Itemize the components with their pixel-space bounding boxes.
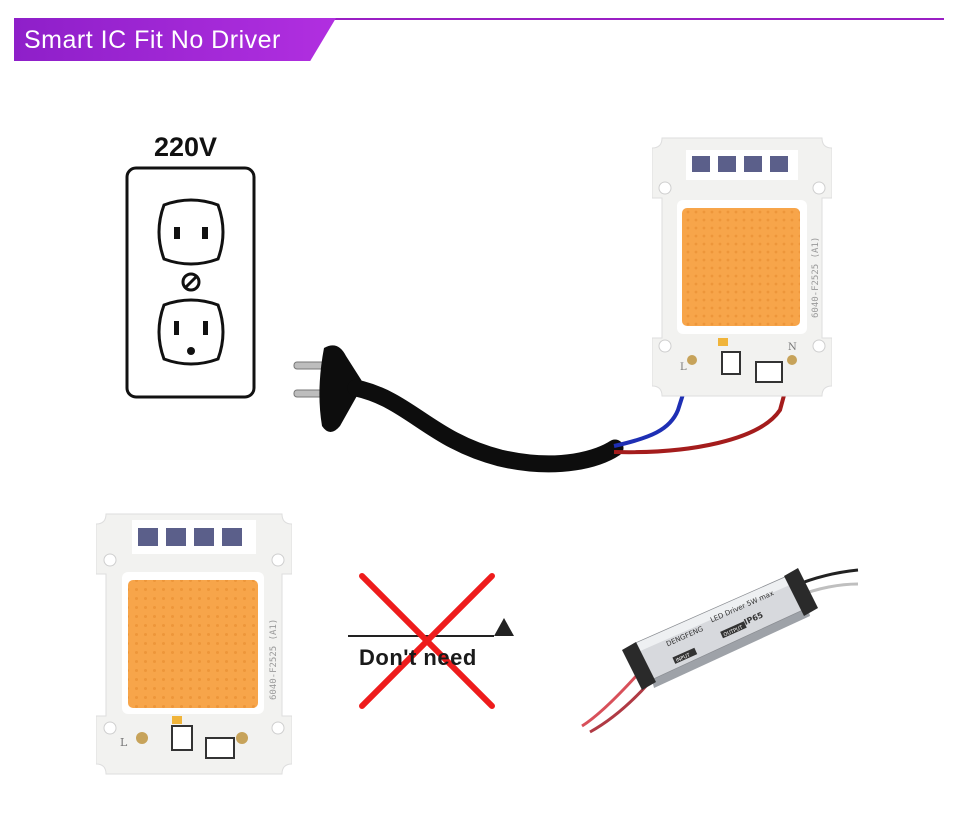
dont-need-label: Don't need xyxy=(359,645,477,670)
terminal-n-label: N xyxy=(788,342,797,353)
header-banner xyxy=(14,18,336,61)
plug-cable xyxy=(293,345,794,473)
page-title: Smart IC Fit No Driver xyxy=(24,26,281,54)
terminal-l-label-large: L xyxy=(120,736,128,749)
neutral-wire xyxy=(613,365,794,455)
cross-mark-icon xyxy=(348,573,514,709)
outlet-icon xyxy=(125,166,256,399)
plug-icon xyxy=(319,345,363,432)
header-divider xyxy=(22,18,944,20)
chip-code-bottom: 6040-F2525 (A1) xyxy=(269,619,279,700)
terminal-l-label: L xyxy=(680,362,687,373)
power-cable xyxy=(347,379,624,473)
chip-code-top: 6040-F2525 (A1) xyxy=(811,237,821,318)
cob-led-chip-icon-large: L 6040-F2525 (A1) xyxy=(96,513,292,775)
cob-led-chip-icon: L N 6040-F2525 (A1) xyxy=(652,137,832,397)
voltage-label: 220V xyxy=(154,132,218,162)
live-wire xyxy=(613,365,694,448)
led-driver-icon: DENGFENG LED Driver 5W max IP65 INPUT OU… xyxy=(581,568,859,734)
driver-input-tag: INPUT xyxy=(675,652,692,664)
